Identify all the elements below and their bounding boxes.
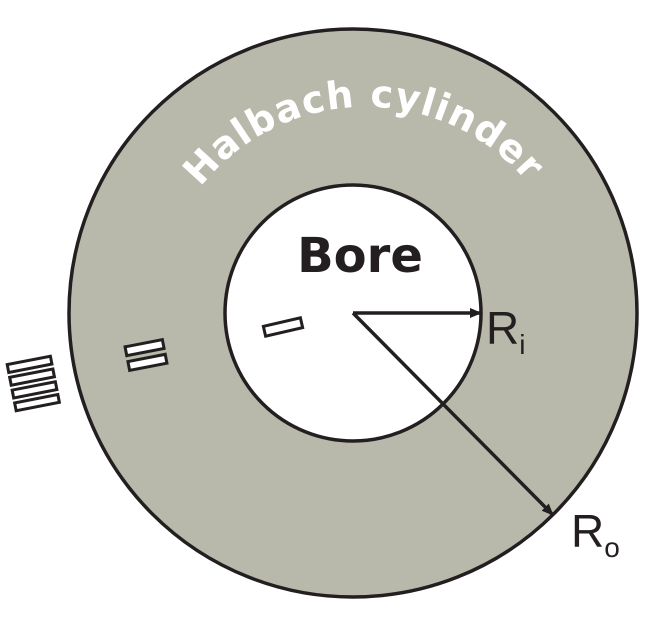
field-markers-outer	[5, 354, 62, 413]
inner-radius-symbol: R	[486, 302, 519, 354]
field-markers-middle	[123, 337, 169, 373]
bore-label: Bore	[297, 228, 423, 284]
outer-radius-symbol: R	[571, 505, 604, 557]
inner-radius-subscript: i	[519, 329, 525, 360]
outer-radius-subscript: o	[604, 532, 620, 563]
inner-radius-label: Ri	[486, 302, 525, 360]
outer-radius-label: Ro	[571, 505, 620, 563]
field-markers-inner	[261, 316, 305, 338]
outer-radius-arrow	[351, 311, 555, 517]
